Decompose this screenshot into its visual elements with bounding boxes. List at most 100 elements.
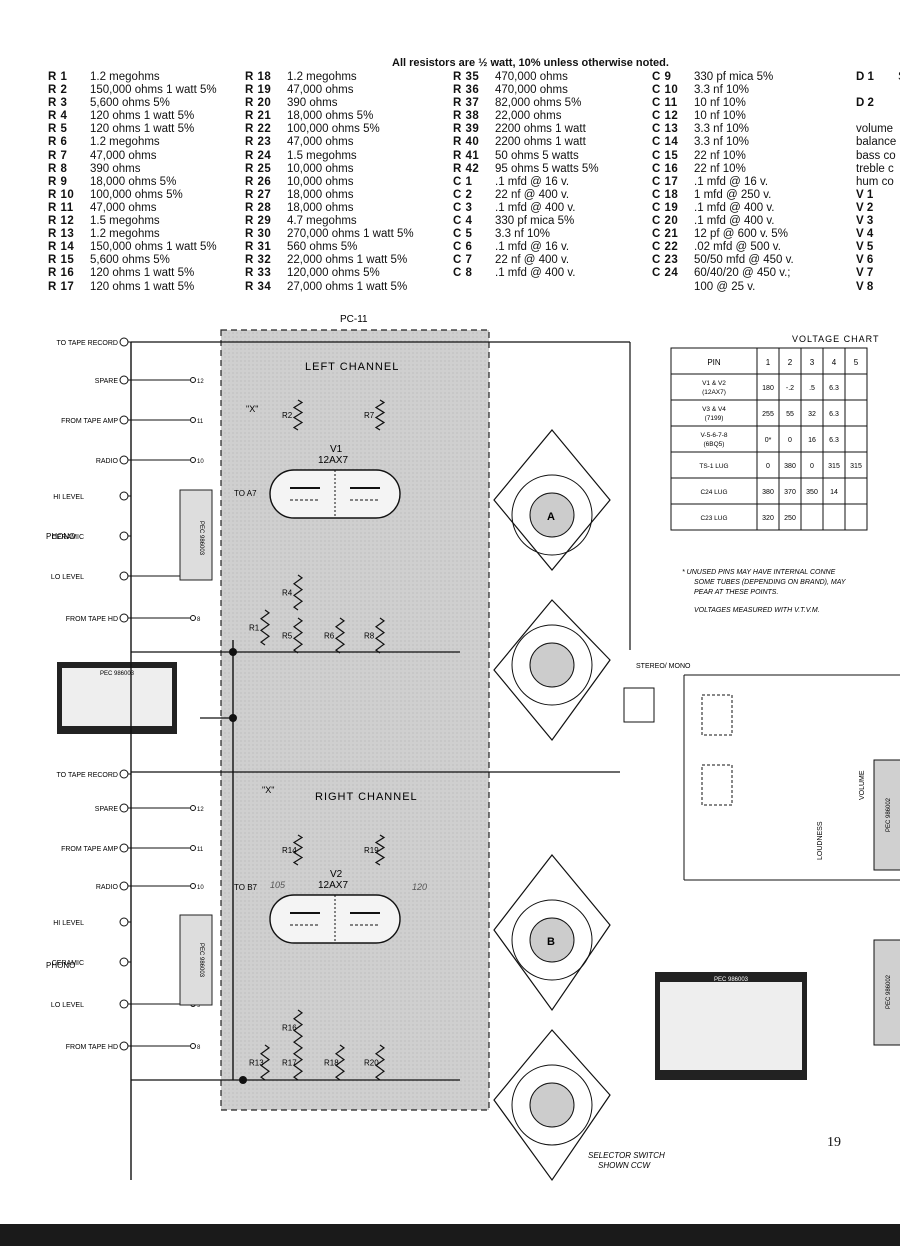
part-value: 560 ohms 5% xyxy=(287,241,358,254)
part-ref: R 13 xyxy=(48,228,75,241)
part-row-cut: V 6 xyxy=(856,254,900,267)
pec-network-right xyxy=(179,914,213,1006)
part-ref: R 26 xyxy=(245,175,272,188)
part-value: 12 pf @ 600 v. 5% xyxy=(694,228,788,241)
part-value: 5,600 ohms 5% xyxy=(90,254,170,267)
part-ref: C 8 xyxy=(453,267,473,280)
part-ref: C 2 xyxy=(453,188,473,201)
part-value: 1.2 megohms xyxy=(90,71,160,83)
voltage-header-cell: 1 xyxy=(766,358,771,367)
part-value: 1.2 megohms xyxy=(287,71,357,83)
input-jack-label: RADIO xyxy=(96,884,119,891)
resistor-icon xyxy=(374,834,386,866)
stereo-mono-label: STEREO/ MONO xyxy=(636,663,691,670)
part-value: 470,000 ohms xyxy=(495,84,568,97)
part-ref: C 5 xyxy=(453,228,473,241)
voltage-value-cell: .5 xyxy=(809,385,815,392)
part-value: 4.7 megohms xyxy=(287,215,357,228)
selector-wafer-right-2 xyxy=(493,1029,611,1182)
voltage-value-cell: 16 xyxy=(808,437,816,444)
part-row: 100 @ 25 v. xyxy=(652,281,794,294)
part-row: C 3.1 mfd @ 400 v. xyxy=(453,202,599,215)
tube-v1: V1 12AX7 xyxy=(269,444,401,519)
part-ref: C 23 xyxy=(652,254,679,267)
part-ref: C 10 xyxy=(652,84,679,97)
part-ref: R 14 xyxy=(48,241,75,254)
part-ref: R 40 xyxy=(453,136,480,149)
terminal-number: 11 xyxy=(197,847,204,853)
part-value: .1 mfd @ 16 v. xyxy=(495,241,570,254)
voltage-header-cell: 5 xyxy=(854,358,859,367)
part-value: 18,000 ohms 5% xyxy=(287,110,374,123)
input-jack-icon xyxy=(119,843,129,853)
part-value: 150,000 ohms 1 watt 5% xyxy=(90,241,217,254)
input-jack-label: TO TAPE RECORD xyxy=(57,340,118,347)
input-jack-icon xyxy=(119,917,129,927)
part-ref: R 3 xyxy=(48,97,68,110)
x-test-point-left: "X" xyxy=(246,404,258,414)
part-value: 2200 ohms 1 watt xyxy=(495,123,586,136)
part-value: 2200 ohms 1 watt xyxy=(495,136,586,149)
tube-v2: V2 12AX7 xyxy=(269,869,401,944)
part-ref: C 9 xyxy=(652,71,672,83)
part-value: 95 ohms 5 watts 5% xyxy=(495,162,599,175)
input-jack-label: FROM TAPE HD xyxy=(66,616,118,623)
pec-label-left: PEC 986003 xyxy=(198,521,204,556)
part-value: volume xyxy=(856,123,894,136)
pc-board-label: PC-11 xyxy=(340,314,368,325)
input-jack-icon xyxy=(119,415,129,425)
part-value: 10 nf 10% xyxy=(694,97,746,110)
component-label: R17 xyxy=(282,1059,297,1068)
part-ref: R 24 xyxy=(245,149,272,162)
voltage-value-cell: 0 xyxy=(766,463,770,470)
voltage-value-cell: 0 xyxy=(810,463,814,470)
part-value: 22 nf 10% xyxy=(694,149,746,162)
part-row: R 40 2200 ohms 1 watt xyxy=(453,136,599,149)
component-label: R14 xyxy=(282,846,297,855)
input-jack-label: CERAMIC xyxy=(52,534,84,541)
part-value: 3.3 nf 10% xyxy=(495,228,550,241)
input-jack-icon xyxy=(119,613,129,623)
component-label: R1 xyxy=(249,624,260,633)
part-value: 47,000 ohms xyxy=(90,201,157,214)
input-jack-icon xyxy=(119,769,129,779)
resistor-icon xyxy=(334,617,346,654)
part-value: 390 ohms xyxy=(90,162,141,175)
voltage-value-cell: 350 xyxy=(806,489,818,496)
component-label: R20 xyxy=(364,1059,379,1068)
part-value: .1 mfd @ 400 v. xyxy=(694,201,775,214)
resistor-icon xyxy=(292,834,304,866)
component-label: R18 xyxy=(324,1059,339,1068)
part-value: 60/40/20 @ 450 v.; xyxy=(694,267,791,280)
part-value: 120 ohms 1 watt 5% xyxy=(90,267,195,280)
part-ref: C 18 xyxy=(652,188,679,201)
svg-text:12AX7: 12AX7 xyxy=(318,880,348,891)
resistor-icon xyxy=(374,1044,386,1081)
input-jack-label: LO LEVEL xyxy=(51,1002,84,1009)
part-value xyxy=(856,84,859,97)
part-ref: R 42 xyxy=(453,162,480,175)
resistor-icon xyxy=(334,1044,346,1081)
component-label: R5 xyxy=(282,632,293,641)
voltage-header-cell: 2 xyxy=(788,358,793,367)
part-value: S xyxy=(898,71,900,84)
input-jack-icon xyxy=(119,881,129,891)
terminal-number: 9 xyxy=(197,1003,201,1009)
